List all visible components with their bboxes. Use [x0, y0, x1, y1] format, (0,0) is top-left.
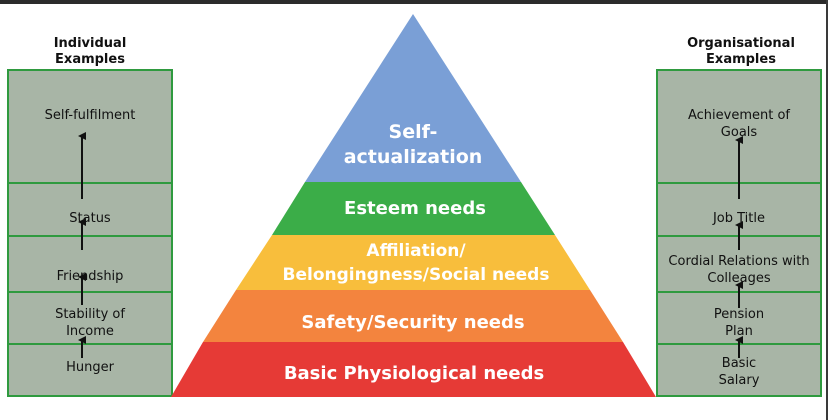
tier-label-text: Esteem needs	[344, 197, 486, 219]
right-title-line-1: Organisational	[687, 36, 795, 51]
left-item-friendship: Friendship	[9, 235, 171, 291]
right-item-label: Achievement of Goals	[687, 108, 790, 140]
left-item-hunger: Hunger	[9, 343, 171, 395]
individual-examples-panel: Self-fulfilment Status Friendship Stabil…	[7, 69, 173, 397]
right-item-label: Job Title	[712, 211, 766, 226]
pyramid-tier-esteem	[272, 182, 555, 235]
tier-label-line-1: Self-	[388, 121, 438, 143]
left-item-label: Stability of Income	[55, 307, 125, 339]
tier-label-safety: Safety/Security needs	[240, 306, 586, 338]
tier-label-line-2: actualization	[343, 146, 483, 168]
left-item-label: Self-fulfilment	[44, 108, 136, 123]
pyramid-tier-safety	[203, 290, 623, 342]
right-item-achievement-of-goals: Achievement of Goals	[658, 71, 820, 182]
tier-label-self-actualization: Self- actualization	[330, 118, 496, 172]
pyramid-tier-self-actualization	[305, 14, 521, 182]
tier-label-text: Safety/Security needs	[301, 311, 525, 333]
pyramid-tier-physiological	[171, 342, 656, 397]
left-item-label: Friendship	[56, 269, 124, 284]
left-item-self-fulfilment: Self-fulfilment	[9, 71, 171, 182]
tier-label-line-1: Affiliation/	[366, 241, 466, 261]
left-column-title: Individual Examples	[10, 36, 170, 68]
left-item-label: Hunger	[66, 360, 114, 375]
pyramid-tier-affiliation	[236, 235, 590, 290]
tier-label-affiliation: Affiliation/ Belongingness/Social needs	[246, 238, 586, 288]
left-title-line-1: Individual	[53, 36, 127, 51]
right-title-line-2: Examples	[706, 52, 776, 67]
top-frame-border	[0, 0, 828, 4]
left-title-line-2: Examples	[55, 52, 125, 67]
tier-label-text: Basic Physiological needs	[283, 362, 545, 384]
tier-label-line-2: Belongingness/Social needs	[282, 265, 550, 285]
right-frame-border	[826, 0, 828, 420]
right-column-title: Organisational Examples	[660, 36, 822, 68]
right-item-label: Cordial Relations with Colleages	[668, 254, 810, 286]
left-item-stability-of-income: Stability of Income	[9, 291, 171, 343]
right-item-label: Basic Salary	[718, 356, 760, 388]
tier-label-esteem: Esteem needs	[290, 192, 540, 224]
right-item-label: Pension Plan	[713, 307, 765, 339]
tier-label-physiological: Basic Physiological needs	[200, 357, 628, 389]
